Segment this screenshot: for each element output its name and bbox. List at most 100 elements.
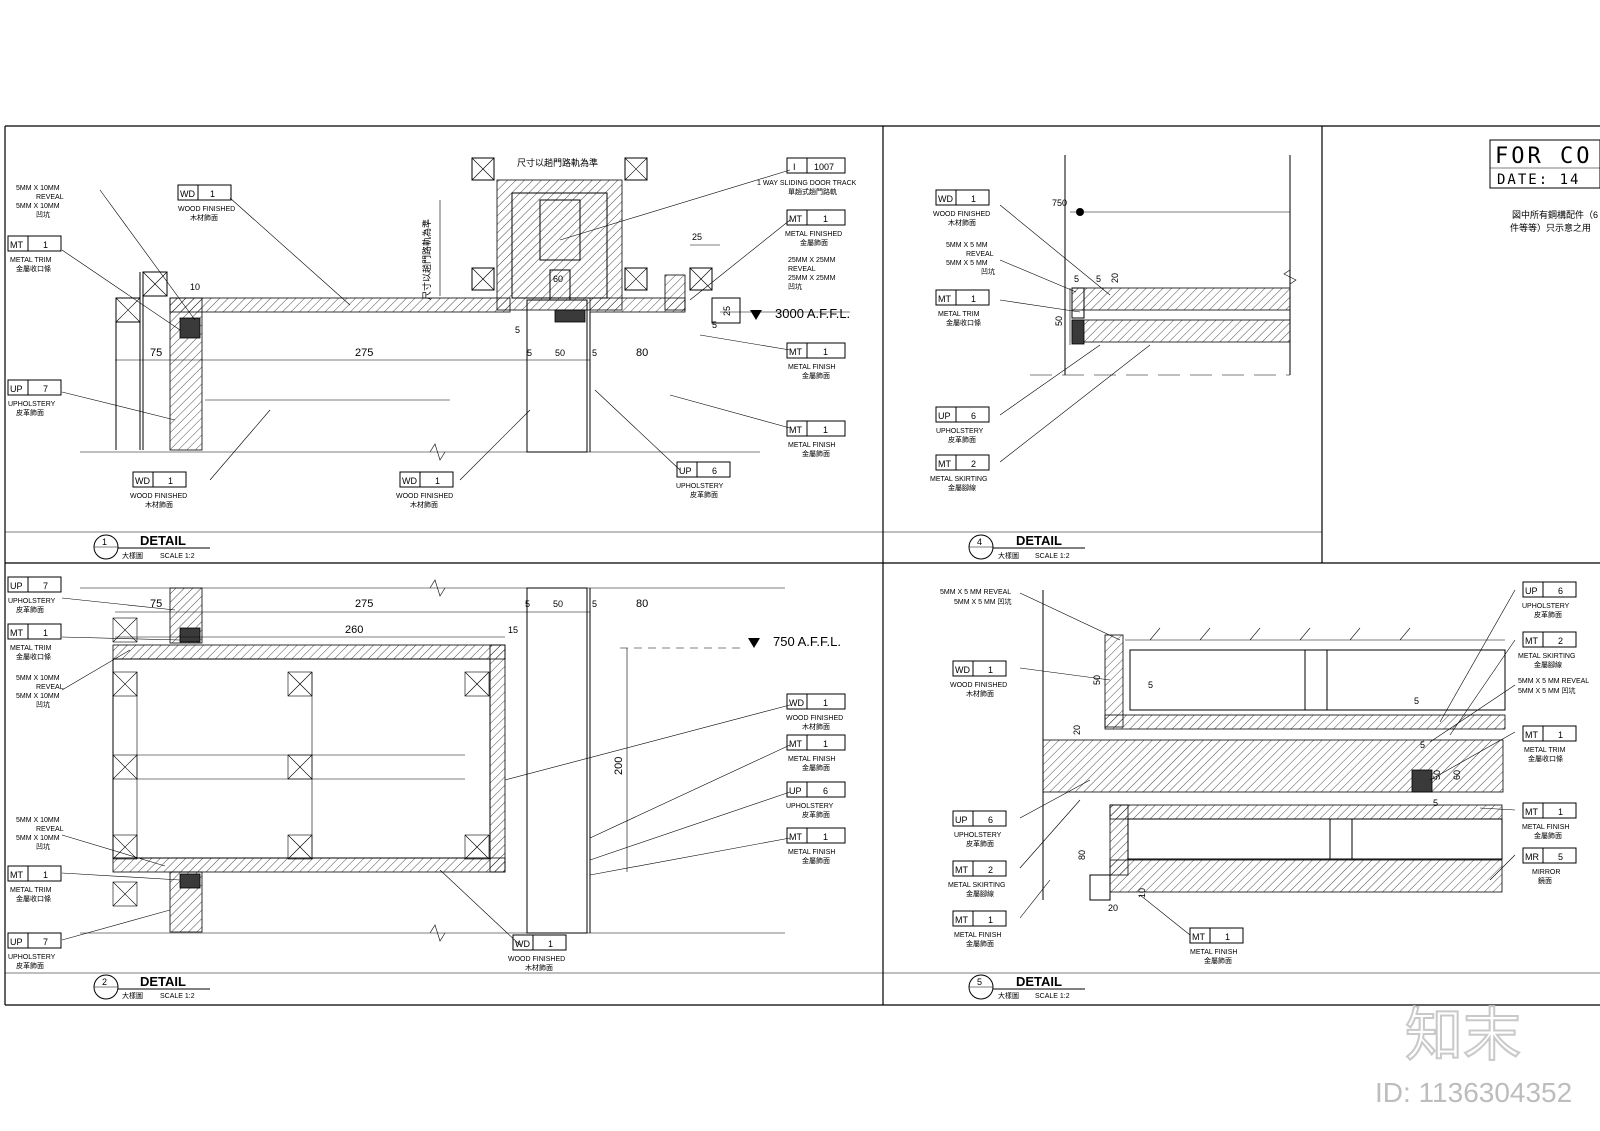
svg-text:1: 1 [1558, 730, 1563, 740]
svg-text:4: 4 [977, 537, 982, 547]
svg-text:1: 1 [168, 476, 173, 486]
svg-text:1: 1 [971, 294, 976, 304]
svg-text:5: 5 [1414, 696, 1419, 706]
svg-text:WD: WD [180, 189, 195, 199]
svg-text:1: 1 [823, 739, 828, 749]
svg-text:METAL TRIM: METAL TRIM [1524, 747, 1566, 754]
svg-text:金屬腳線: 金屬腳線 [966, 889, 994, 898]
tags-detail1: I 1007 1 WAY SLIDING DOOR TRACK 單趟式趟門路軌 … [7, 157, 857, 509]
svg-text:木材飾面: 木材飾面 [948, 218, 976, 227]
svg-text:1007: 1007 [814, 162, 834, 172]
svg-text:木材飾面: 木材飾面 [145, 500, 173, 509]
svg-text:25: 25 [722, 306, 732, 316]
svg-text:1: 1 [102, 537, 107, 547]
svg-text:尺寸以趟門路軌為準: 尺寸以趟門路軌為準 [517, 157, 598, 168]
svg-text:WD: WD [938, 194, 953, 204]
svg-text:MT: MT [10, 870, 23, 880]
svg-text:20: 20 [1108, 903, 1118, 913]
svg-text:METAL TRIM: METAL TRIM [10, 887, 52, 894]
svg-text:1: 1 [823, 425, 828, 435]
svg-text:MT: MT [1525, 730, 1538, 740]
tags-detail2: UP 7 UPHOLSTERY 皮革飾面 MT 1 METAL TRIM 金屬收… [7, 576, 846, 972]
svg-text:MT: MT [955, 915, 968, 925]
svg-text:UPHOLSTERY: UPHOLSTERY [676, 483, 724, 490]
svg-text:WOOD FINISHED: WOOD FINISHED [786, 715, 843, 722]
tag-up-bl: UP 7 UPHOLSTERY 皮革飾面 [7, 932, 62, 970]
svg-text:METAL FINISH: METAL FINISH [1522, 824, 1569, 831]
svg-text:金屬收口條: 金屬收口條 [16, 652, 51, 661]
svg-text:5MM X 5 MM REVEAL: 5MM X 5 MM REVEAL [940, 589, 1011, 596]
svg-text:MIRROR: MIRROR [1532, 869, 1560, 876]
svg-text:5MM X 10MM: 5MM X 10MM [16, 693, 60, 700]
svg-text:MT: MT [10, 628, 23, 638]
svg-text:50: 50 [555, 348, 565, 358]
svg-text:5MM X 5 MM: 5MM X 5 MM [946, 242, 988, 249]
tag-mr: MR 5 MIRROR 鏡面 [1522, 847, 1577, 885]
svg-text:1: 1 [988, 665, 993, 675]
tag-up-tl: UP 7 UPHOLSTERY 皮革飾面 [7, 576, 62, 614]
detail4-drawing: 750 5 5 20 50 [999, 155, 1297, 463]
svg-text:5: 5 [592, 348, 597, 358]
svg-text:MT: MT [1192, 932, 1205, 942]
svg-text:WOOD FINISHED: WOOD FINISHED [396, 493, 453, 500]
svg-text:UP: UP [789, 786, 802, 796]
svg-text:凹坑: 凹坑 [36, 700, 50, 709]
svg-text:SCALE 1:2: SCALE 1:2 [1035, 553, 1070, 560]
svg-text:275: 275 [355, 347, 373, 359]
svg-text:METAL FINISH: METAL FINISH [788, 364, 835, 371]
svg-text:大樣圖: 大樣圖 [998, 991, 1019, 1000]
svg-text:6: 6 [712, 466, 717, 476]
tag-mt-r1: MT 2 METAL SKIRTING 金屬腳線 [1518, 631, 1577, 669]
logo: 知末 [1405, 1001, 1521, 1069]
svg-text:50: 50 [1092, 675, 1102, 685]
svg-text:皮革飾面: 皮革飾面 [16, 961, 44, 970]
svg-text:1: 1 [43, 870, 48, 880]
svg-text:木材飾面: 木材飾面 [966, 689, 994, 698]
svg-text:金屬收口條: 金屬收口條 [1528, 754, 1563, 763]
tag-mt-l2: MT 1 METAL FINISH 金屬飾面 [952, 910, 1007, 948]
svg-text:WD: WD [955, 665, 970, 675]
svg-text:5: 5 [1558, 852, 1563, 862]
svg-text:木材飾面: 木材飾面 [525, 963, 553, 972]
svg-text:260: 260 [345, 624, 363, 636]
svg-text:80: 80 [636, 598, 648, 610]
svg-text:SCALE 1:2: SCALE 1:2 [1035, 993, 1070, 1000]
svg-text:75: 75 [150, 598, 162, 610]
svg-text:DETAIL: DETAIL [140, 974, 186, 989]
stamp-line1: FOR CO [1495, 144, 1592, 169]
svg-text:METAL SKIRTING: METAL SKIRTING [1518, 653, 1575, 660]
branding: 知末 ID: 1136304352 [1375, 1000, 1572, 1108]
svg-text:REVEAL: REVEAL [36, 826, 64, 833]
svg-text:50: 50 [1432, 770, 1442, 780]
tag-mt-r1: MT 1 METAL FINISH 金屬飾面 [786, 342, 846, 380]
svg-text:50: 50 [1054, 316, 1064, 326]
reveal-5x10: 5MM X 10MM REVEAL 5MM X 10MM 凹坑 [16, 185, 64, 219]
svg-text:5: 5 [712, 320, 717, 330]
svg-text:METAL TRIM: METAL TRIM [938, 311, 980, 318]
svg-text:WD: WD [789, 698, 804, 708]
svg-text:1: 1 [210, 189, 215, 199]
reveal-5-right: 5MM X 5 MM REVEAL 5MM X 5 MM 凹坑 [1518, 678, 1589, 695]
tag-wd-bm: WD 1 WOOD FINISHED 木材飾面 [396, 471, 454, 509]
svg-text:皮革飾面: 皮革飾面 [16, 605, 44, 614]
svg-text:木材飾面: 木材飾面 [802, 722, 830, 731]
svg-text:金屬腳線: 金屬腳線 [1534, 660, 1562, 669]
svg-text:METAL SKIRTING: METAL SKIRTING [948, 882, 1005, 889]
svg-text:UPHOLSTERY: UPHOLSTERY [786, 803, 834, 810]
reveal-5-top: 5MM X 5 MM REVEAL 5MM X 5 MM 凹坑 [940, 589, 1012, 606]
svg-text:凹坑: 凹坑 [36, 842, 50, 851]
svg-text:WOOD FINISHED: WOOD FINISHED [933, 211, 990, 218]
tag-mt-top: MT 1 METAL FINISHED 金屬飾面 [785, 209, 846, 247]
svg-text:1: 1 [1558, 807, 1563, 817]
svg-text:金屬飾面: 金屬飾面 [802, 856, 830, 865]
tag-wd-b: WD 1 WOOD FINISHED 木材飾面 [508, 934, 567, 972]
tag-wd: WD 1 WOOD FINISHED 木材飾面 [933, 189, 990, 227]
reveal-25: 25MM X 25MM REVEAL 25MM X 25MM 凹坑 [788, 257, 836, 291]
svg-text:WD: WD [515, 939, 530, 949]
tag-mt-r3: MT 1 METAL FINISH 金屬飾面 [1522, 802, 1577, 840]
tag-mt-r2: MT 1 METAL FINISH 金屬飾面 [786, 827, 846, 865]
svg-text:MT: MT [789, 832, 802, 842]
tag-wd: WD 1 WOOD FINISHED 木材飾面 [950, 660, 1007, 698]
svg-text:750 A.F.F.L.: 750 A.F.F.L. [773, 634, 841, 649]
